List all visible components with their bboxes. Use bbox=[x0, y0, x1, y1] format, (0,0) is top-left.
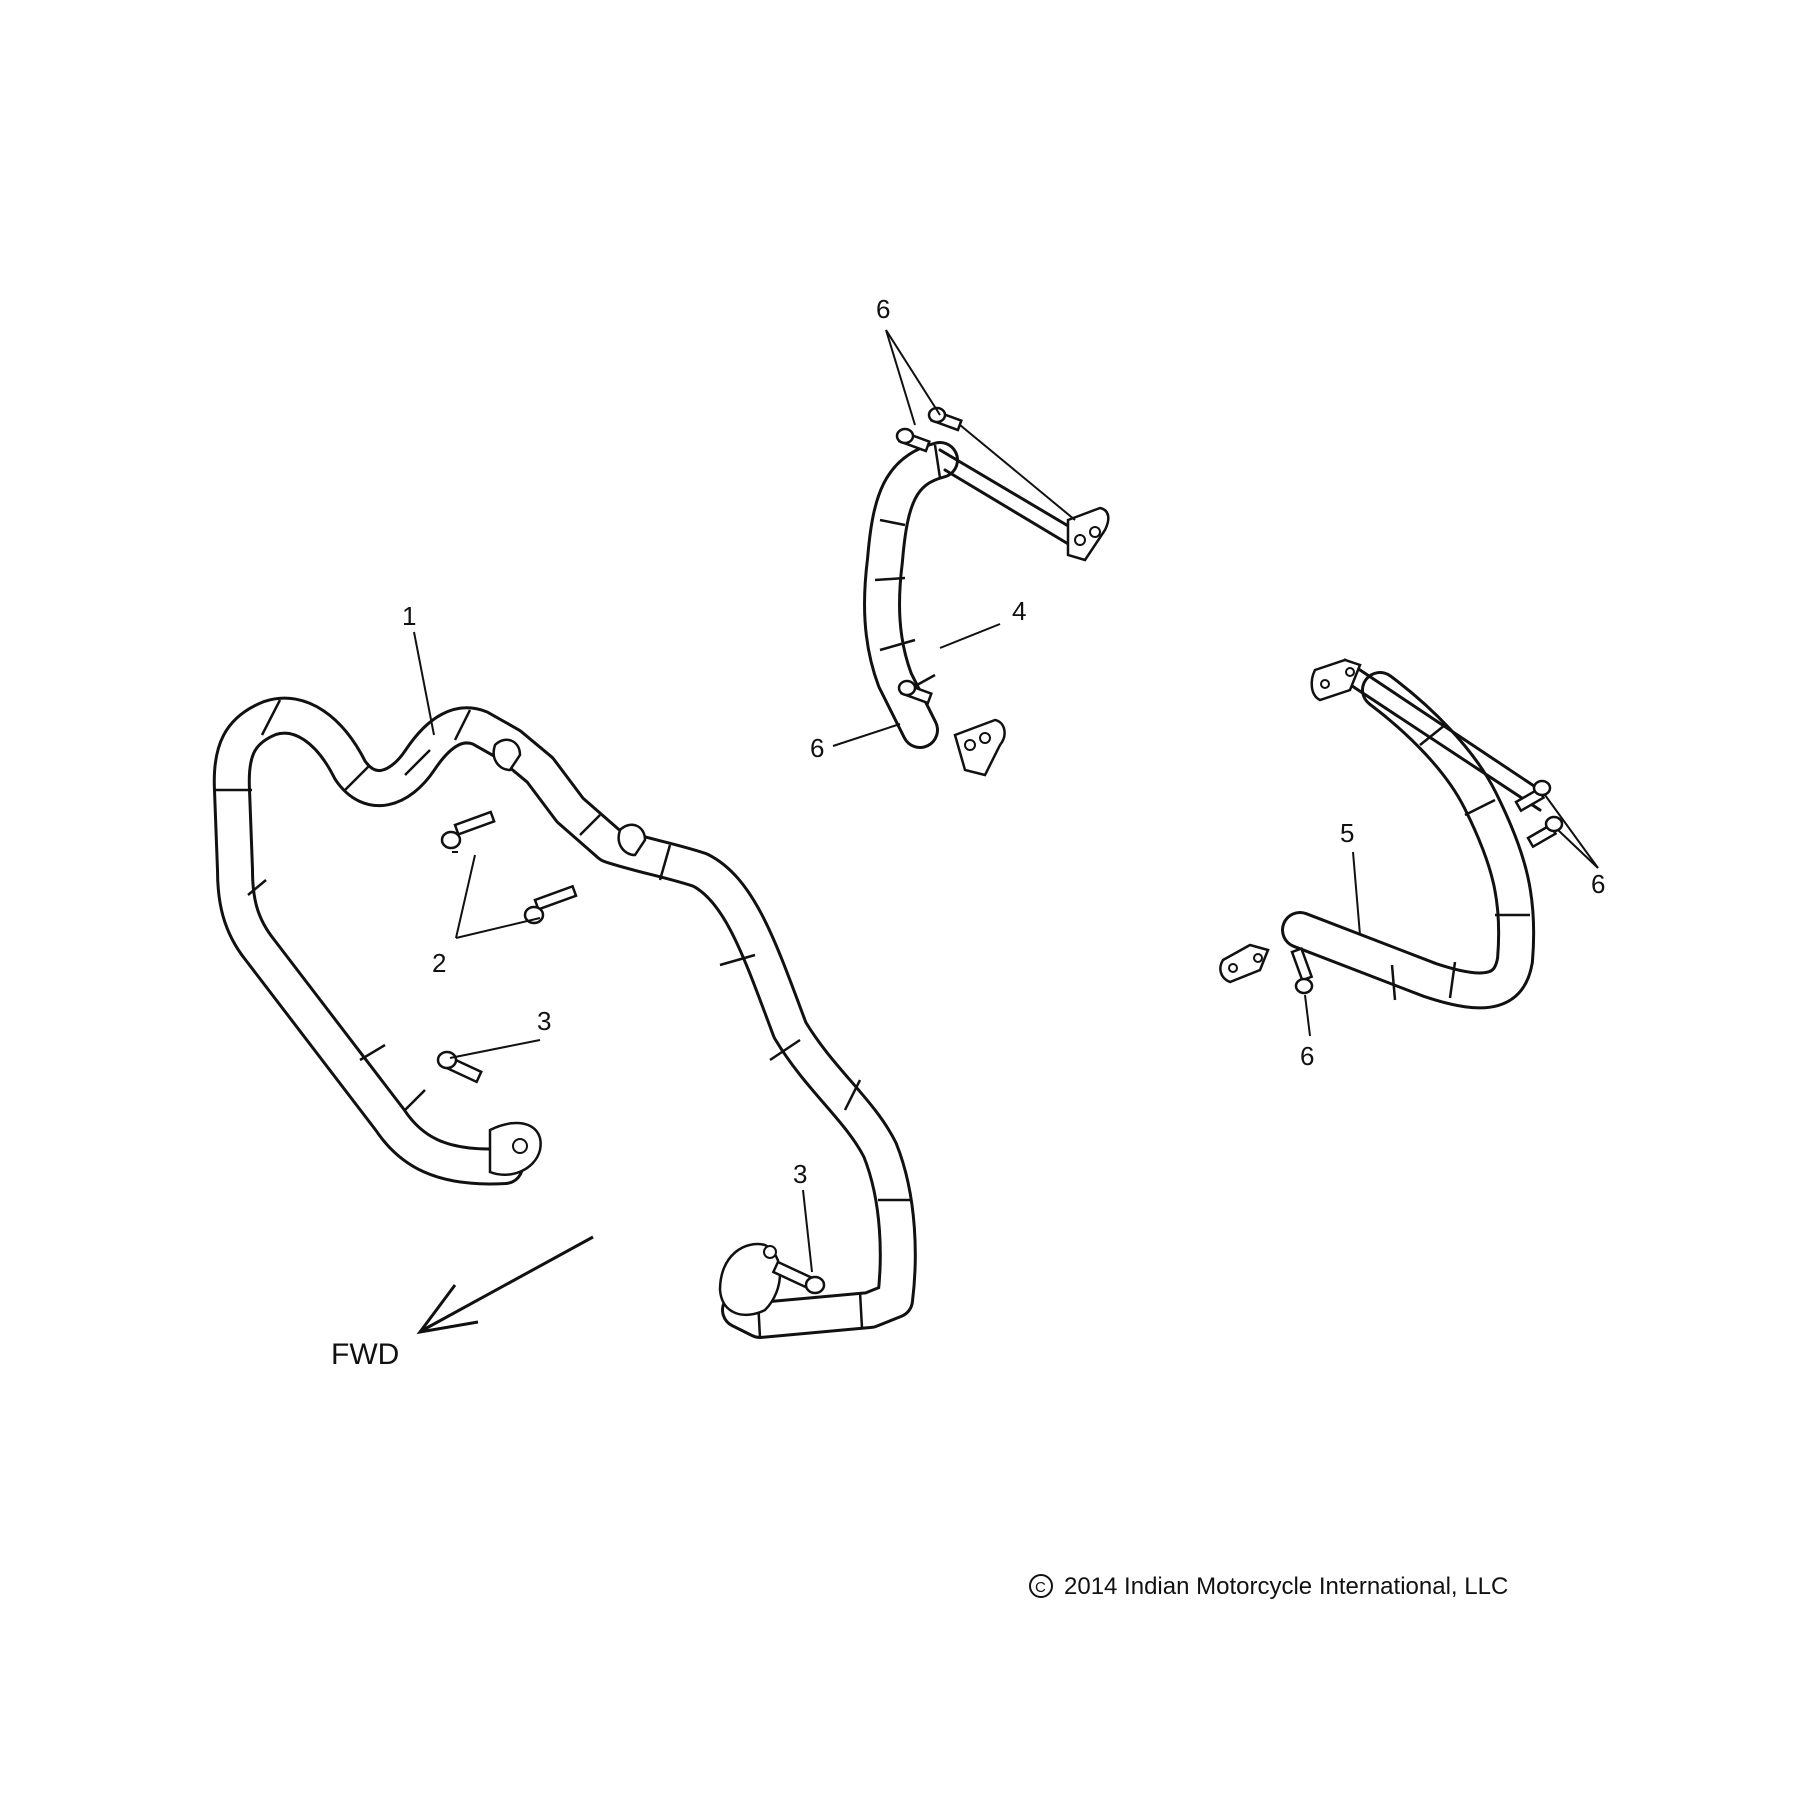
leader-6c-1 bbox=[1544, 794, 1599, 869]
forward-arrow-icon bbox=[416, 1235, 594, 1335]
part-3-bolts bbox=[436, 1050, 826, 1295]
bolt-6e bbox=[1526, 815, 1564, 849]
bolt-6f bbox=[1290, 946, 1314, 995]
leader-6a-2 bbox=[885, 329, 941, 416]
callout-4: 4 bbox=[1012, 596, 1026, 626]
bolt-6d bbox=[1514, 779, 1552, 813]
leader-3a bbox=[449, 1039, 541, 1059]
leader-6d bbox=[1304, 994, 1311, 1037]
leader-6c-2 bbox=[1557, 829, 1599, 869]
bolt-6c bbox=[897, 679, 933, 705]
copyright-icon bbox=[1029, 1574, 1053, 1598]
callout-6d: 6 bbox=[1300, 1041, 1314, 1071]
part-5-rear-guard bbox=[1219, 658, 1564, 1010]
copyright-symbol: C bbox=[1035, 1579, 1046, 1596]
bolt-3a bbox=[436, 1050, 483, 1084]
callout-6a: 6 bbox=[876, 294, 890, 324]
forward-label: FWD bbox=[331, 1338, 399, 1371]
leader-2b bbox=[455, 917, 541, 939]
bolt-6b bbox=[895, 427, 931, 453]
leader-6b bbox=[832, 723, 901, 747]
leader-1 bbox=[413, 631, 435, 736]
leader-2a bbox=[455, 854, 476, 939]
leader-5 bbox=[1352, 851, 1361, 936]
bolt-3b bbox=[771, 1260, 826, 1295]
callout-3b: 3 bbox=[793, 1159, 807, 1189]
callout-1: 1 bbox=[402, 601, 416, 631]
callout-5: 5 bbox=[1340, 818, 1354, 848]
leader-4 bbox=[939, 623, 1001, 649]
callout-2: 2 bbox=[432, 948, 446, 978]
part-4-rear-guard bbox=[863, 406, 1110, 777]
callout-3a: 3 bbox=[537, 1006, 551, 1036]
bolt-2a bbox=[440, 810, 496, 850]
leader-3b bbox=[802, 1189, 813, 1273]
copyright-text: 2014 Indian Motorcycle International, LL… bbox=[1064, 1573, 1508, 1600]
part-1-front-guard bbox=[212, 696, 917, 1339]
leader-lines bbox=[413, 329, 1599, 1273]
bolt-6a bbox=[927, 406, 1076, 521]
part-2-bolts bbox=[440, 810, 578, 925]
leader-6a-1 bbox=[885, 329, 916, 426]
copyright-notice: C 2014 Indian Motorcycle International, … bbox=[1029, 1573, 1508, 1600]
callout-6c: 6 bbox=[1591, 869, 1605, 899]
bolt-2b bbox=[523, 884, 578, 925]
callout-6b: 6 bbox=[810, 733, 824, 763]
